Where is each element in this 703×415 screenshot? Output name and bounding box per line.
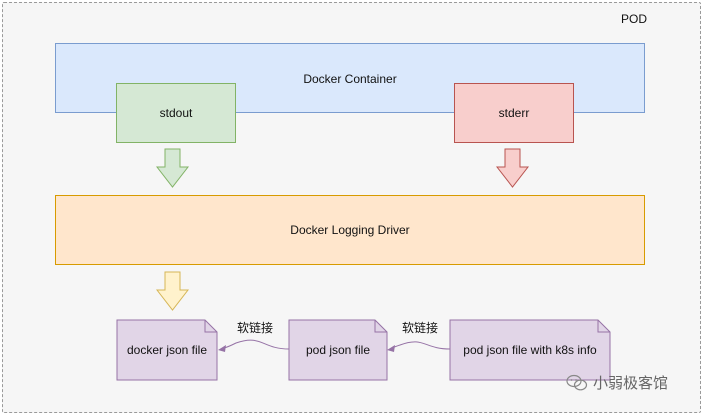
link-arrow-right <box>391 341 451 350</box>
pod-json-file-label: pod json file <box>305 343 371 357</box>
logging-driver-box: Docker Logging Driver <box>55 195 645 265</box>
stdout-box: stdout <box>116 83 236 143</box>
pod-json-file-shape <box>288 319 388 381</box>
driver-down-arrow <box>155 271 190 311</box>
soft-link-label-right: 软链接 <box>402 321 439 335</box>
stderr-box: stderr <box>454 83 574 143</box>
pod-json-k8s-file-shape <box>449 319 611 381</box>
link-arrow-left <box>223 339 290 350</box>
wechat-icon <box>566 374 588 390</box>
stdout-label: stdout <box>159 106 193 120</box>
watermark: 小弱极客馆 <box>566 372 668 393</box>
docker-json-file-label: docker json file <box>126 343 208 357</box>
pod-json-k8s-file-label: pod json file with k8s info <box>463 343 597 357</box>
watermark-text: 小弱极客馆 <box>593 375 669 392</box>
docker-container-label: Docker Container <box>303 72 397 86</box>
soft-link-label-left: 软链接 <box>237 321 274 335</box>
stdout-down-arrow <box>155 148 190 188</box>
docker-json-file-shape <box>116 319 218 381</box>
stderr-down-arrow <box>495 148 530 188</box>
logging-driver-label: Docker Logging Driver <box>290 223 410 237</box>
pod-label: POD <box>620 12 647 26</box>
stderr-label: stderr <box>498 106 530 120</box>
